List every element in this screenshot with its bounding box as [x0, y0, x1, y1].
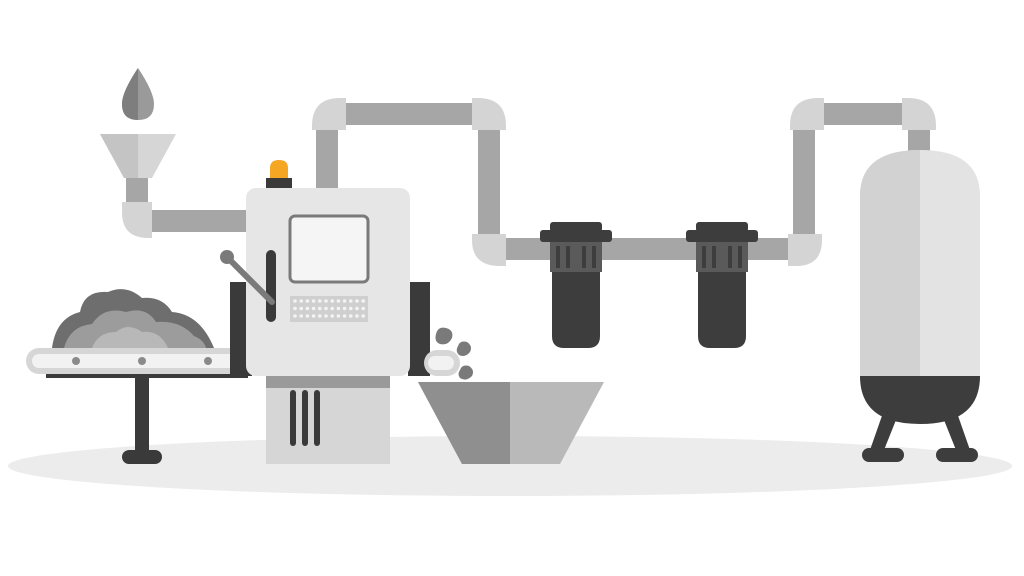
floor-shadow — [8, 436, 1012, 496]
vent-dot — [361, 314, 366, 318]
vent-dot — [324, 314, 328, 318]
funnel-hopper-icon — [100, 134, 176, 178]
vent-dot — [330, 314, 335, 318]
vent-dot — [336, 299, 341, 303]
vent-dot — [349, 314, 353, 318]
vent-dot — [311, 299, 316, 303]
lever-slot — [266, 250, 276, 322]
vent-dot — [324, 299, 328, 303]
vent-dot — [361, 306, 366, 311]
vent-dot — [342, 314, 347, 318]
vent-dot — [336, 314, 341, 318]
processing-machine — [220, 160, 430, 464]
vent-dot — [349, 299, 353, 303]
machine-lever — [220, 250, 275, 305]
vent-dot — [299, 306, 304, 311]
vent-dot — [318, 299, 322, 303]
pipe-elbow — [902, 98, 936, 130]
conveyor-belt-icon — [26, 348, 248, 464]
pipe-elbow — [122, 202, 152, 238]
storage-tank-icon — [860, 150, 980, 462]
vent-dot — [293, 314, 297, 318]
vent-dot — [330, 299, 335, 303]
vent-dot — [293, 306, 297, 311]
output-roller — [424, 350, 460, 376]
pipe-elbow — [312, 98, 346, 130]
vent-dot — [299, 314, 304, 318]
keypad-vent — [290, 296, 368, 322]
vent-dot — [311, 306, 316, 311]
vent-dot — [318, 306, 322, 311]
vent-dot — [324, 306, 328, 311]
vent-dot — [318, 314, 322, 318]
vent-dot — [330, 306, 335, 311]
pipe-elbows — [122, 98, 936, 266]
collection-bin-icon — [418, 382, 604, 464]
water-filter-icon — [686, 222, 758, 348]
falling-chunks — [435, 327, 473, 380]
vent-dot — [293, 299, 297, 303]
vent-dot — [336, 306, 341, 311]
vent-dot — [311, 314, 316, 318]
water-drop-icon — [122, 68, 154, 120]
control-screen — [288, 214, 370, 284]
vent-dot — [355, 299, 359, 303]
raw-material-pile — [52, 289, 214, 348]
vent-dot — [342, 306, 347, 311]
pipe-elbow — [472, 98, 506, 130]
vent-dot — [349, 306, 353, 311]
vent-dot — [299, 299, 304, 303]
pipe-elbow — [788, 234, 822, 266]
vent-dot — [305, 314, 310, 318]
vent-dot — [342, 299, 347, 303]
vent-dot — [305, 299, 310, 303]
pipe-elbow — [790, 98, 824, 130]
water-filter-icon — [540, 222, 612, 348]
vent-dot — [355, 306, 359, 311]
vent-dot — [305, 306, 310, 311]
vent-dot — [355, 314, 359, 318]
warning-light-icon — [266, 160, 292, 188]
vent-dot — [361, 299, 366, 303]
vent-dots — [293, 299, 366, 318]
pipe-elbow — [472, 234, 506, 266]
